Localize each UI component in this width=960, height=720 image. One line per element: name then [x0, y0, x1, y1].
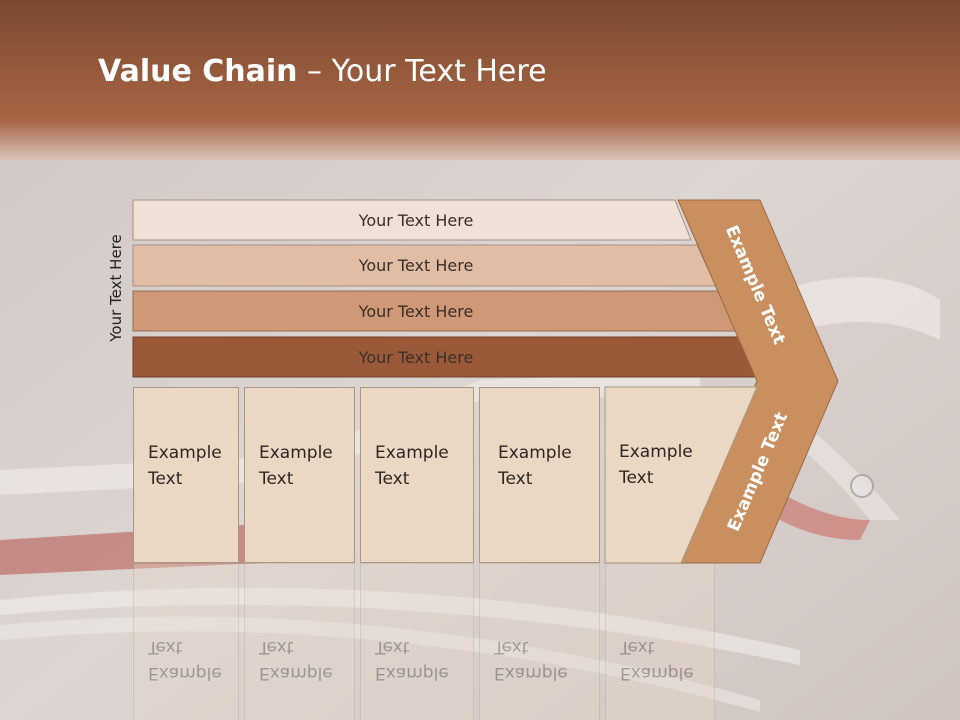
row-label-4: Your Text Here — [133, 337, 699, 377]
slide-title: Value Chain – Your Text Here — [98, 54, 547, 89]
cell-3-line1: Example — [375, 443, 449, 463]
activity-cell-3: Example Text — [360, 387, 474, 563]
cell-2-line1: Example — [259, 443, 333, 463]
cell-1-line1: Example — [148, 443, 222, 463]
side-label: Your Text Here — [107, 234, 125, 342]
row-label-1: Your Text Here — [133, 200, 699, 240]
row-label-3: Your Text Here — [133, 291, 699, 331]
title-rest: – Your Text Here — [297, 54, 547, 89]
cell-3-line2: Text — [375, 469, 410, 489]
cell-5-line2: Text — [619, 468, 654, 488]
row-text-2: Your Text Here — [358, 256, 474, 275]
activity-cell-1: Example Text — [133, 387, 239, 563]
row-text-3: Your Text Here — [358, 301, 474, 321]
activity-cell-2: Example Text — [244, 387, 355, 563]
row-label-2: Your Text Here — [133, 245, 699, 286]
cell-4-line1: Example — [498, 443, 572, 463]
row-text-4: Your Text Here — [358, 347, 474, 367]
cell-2-line2: Text — [259, 469, 294, 489]
row-text-1: Your Text Here — [358, 210, 474, 230]
cell-4-line2: Text — [498, 469, 533, 489]
activity-cell-5: Example Text — [605, 387, 705, 563]
title-bold: Value Chain — [98, 54, 298, 89]
cell-5-line1: Example — [619, 442, 693, 462]
cell-1-line2: Text — [148, 469, 183, 489]
activity-cell-4: Example Text — [479, 387, 600, 563]
